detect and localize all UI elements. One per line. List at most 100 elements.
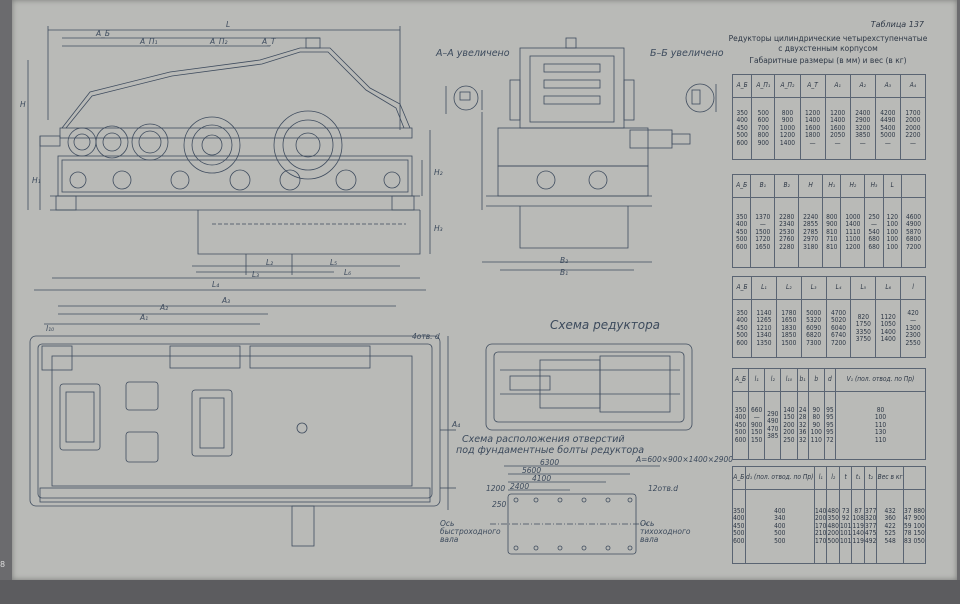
table-header-cell: t₂	[863, 466, 878, 490]
dim-4100-label: 4100	[532, 474, 552, 483]
table-value: 4200	[880, 108, 896, 117]
side-view	[481, 37, 691, 271]
table-value: 3200	[855, 123, 871, 132]
table-value: 100	[886, 227, 898, 236]
table-value: 90	[812, 420, 820, 429]
section-b-b-label: Б–Б увеличено	[650, 48, 724, 59]
table-value: 119	[852, 536, 864, 545]
dim-l5-label: L₅	[330, 258, 338, 267]
table-value: 5020	[830, 316, 847, 325]
table-value: 810	[826, 227, 838, 236]
reducer-scheme-title: Схема редуктора	[550, 318, 661, 332]
section-a-a-label: А–А увеличено	[436, 48, 510, 59]
table-value: 2000	[905, 116, 921, 125]
table-header-cell: A₁	[824, 74, 851, 98]
table-value: 140	[783, 405, 795, 414]
table-value: 72	[826, 435, 834, 444]
table-value: 450	[733, 521, 745, 530]
table-value: 2970	[803, 235, 819, 244]
table-value: 4600	[905, 212, 922, 221]
table-value: 680	[868, 235, 880, 244]
table-value: 660	[751, 405, 763, 414]
table-header-cell: L₁	[751, 276, 777, 300]
table-header-cell: B₂	[774, 174, 800, 198]
table-value: 7300	[806, 338, 822, 347]
table-value: 2900	[855, 116, 871, 125]
table-value: 1000	[845, 212, 861, 221]
table-value: 700	[757, 123, 769, 132]
slow-shaft-axis-label: Ось тихоходного вала	[640, 519, 691, 544]
table-value: 350	[733, 506, 745, 515]
table-header-cell: t₁	[851, 466, 865, 490]
table-value: 2280	[779, 212, 795, 221]
table-value: 2855	[803, 220, 819, 229]
table-value: 130	[874, 428, 887, 437]
table-value: 432	[884, 506, 896, 515]
table-value: 680	[868, 242, 880, 251]
dim-b2-label: B₂	[560, 256, 569, 265]
table-value: 101	[840, 536, 852, 545]
table-value: 5870	[905, 227, 922, 236]
table-value: 80	[812, 413, 820, 422]
table-value: —	[909, 138, 916, 147]
table-value: 3850	[855, 131, 871, 140]
dim-5600-label: 5600	[522, 466, 542, 475]
table-value: 28	[798, 413, 807, 422]
table-value: 400	[734, 413, 747, 422]
table-value: 95	[826, 428, 834, 437]
table-value: 1400	[845, 220, 861, 229]
dim-l2-label: L₂	[266, 258, 274, 267]
table-value: 24	[798, 405, 807, 414]
table-value: 475	[865, 529, 877, 538]
table-value: 2280	[779, 242, 795, 251]
table-value: 400	[736, 316, 748, 325]
table-header-cell: A_Б	[732, 466, 746, 490]
dim-1200-label: 1200	[486, 484, 506, 493]
table-value: 3350	[855, 327, 871, 336]
table-value: 320	[865, 514, 877, 523]
dim-l10-label: l₁₀	[46, 324, 55, 333]
table-value: 800	[826, 212, 838, 221]
table-value: 1650	[755, 242, 771, 251]
table-value: 900	[781, 116, 794, 125]
table-value: 2785	[803, 227, 819, 236]
dim-2400-label: 2400	[510, 482, 530, 491]
table-header-cell: A_П₁	[751, 74, 776, 98]
table-header-cell: L	[882, 174, 903, 198]
table-value: 250	[868, 212, 880, 221]
dim-a2-label: A₂	[160, 303, 169, 312]
table-value: 1400	[880, 334, 896, 343]
table-value: 810	[826, 242, 838, 251]
table-value: 78 150	[904, 529, 925, 538]
table-value: 1200	[845, 242, 861, 251]
table-value: 36	[798, 428, 807, 437]
table-value: 2530	[779, 227, 795, 236]
table-value: 2050	[830, 131, 846, 140]
table-value: 4700	[830, 308, 847, 317]
table-value: 1110	[845, 227, 861, 236]
dim-l6-label: L₆	[344, 268, 352, 277]
table-value: 490	[767, 417, 779, 426]
table-value: 210	[815, 529, 827, 538]
table-value: 100	[810, 428, 822, 437]
table-value: 900	[751, 420, 763, 429]
table-value: 120	[886, 212, 898, 221]
table-value: 5400	[880, 123, 896, 132]
table-header-cell: A_П₂	[774, 74, 801, 98]
table-value: 83 050	[904, 536, 925, 545]
table-value: 1500	[781, 338, 797, 347]
table-value: —	[871, 220, 877, 229]
table-value: 525	[884, 529, 896, 538]
table-value: 290	[767, 409, 779, 418]
